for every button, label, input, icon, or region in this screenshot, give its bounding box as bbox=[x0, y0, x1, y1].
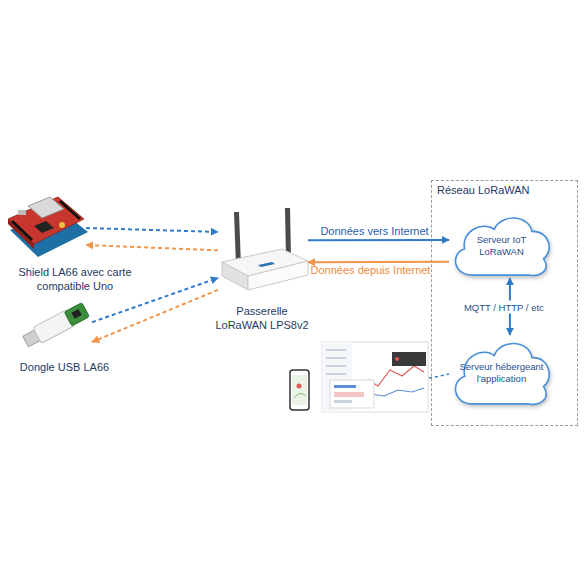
device-caption: Shield LA66 avec carte compatible Uno bbox=[16, 265, 134, 293]
device-caption: Dongle USB LA66 bbox=[17, 360, 112, 374]
menu-line bbox=[326, 365, 346, 367]
component bbox=[18, 210, 26, 215]
dongle-pcb bbox=[64, 303, 89, 327]
edge-label: MQTT / HTTP / etc bbox=[462, 300, 546, 313]
tooltip bbox=[392, 352, 426, 366]
tooltip-dot bbox=[395, 357, 399, 361]
cloud-label: Serveur hébergeant l'application bbox=[456, 361, 548, 385]
radio-downlink bbox=[86, 245, 218, 250]
chip bbox=[34, 221, 54, 233]
phone bbox=[290, 370, 309, 410]
usb-dongle bbox=[21, 302, 89, 350]
cloud-shape bbox=[456, 343, 550, 404]
shield-edge bbox=[8, 219, 34, 249]
radio-uplink bbox=[92, 278, 218, 322]
router-logo bbox=[258, 262, 275, 267]
radio-uplink bbox=[86, 228, 218, 232]
radio-downlink bbox=[92, 290, 218, 342]
phone-map bbox=[292, 375, 307, 405]
map-pin bbox=[297, 384, 302, 389]
router-front bbox=[222, 262, 248, 290]
dashboard-sidebar bbox=[322, 342, 352, 412]
server-cloud: Serveur hébergeant l'application bbox=[449, 335, 554, 407]
shield-device: Shield LA66 avec carte compatible Uno bbox=[8, 192, 86, 260]
cloud-shape bbox=[456, 218, 550, 275]
popup-line bbox=[334, 385, 356, 388]
edge-label: Données vers Internet bbox=[320, 225, 428, 237]
server-cloud: Serveur IoT LoRaWAN bbox=[449, 210, 554, 278]
pin-header bbox=[12, 221, 32, 240]
la66-module bbox=[28, 197, 64, 218]
antenna-connector bbox=[59, 222, 65, 228]
menu-line bbox=[326, 357, 346, 359]
gateway-device: Passerelle LoRaWAN LPS8v2 bbox=[218, 208, 308, 300]
internet-downlink bbox=[308, 261, 449, 264]
popup-line bbox=[334, 392, 364, 397]
dongle-device: Dongle USB LA66 bbox=[22, 298, 92, 353]
leader-line bbox=[429, 374, 449, 378]
pin-header bbox=[60, 201, 80, 219]
cloud-label: Serveur IoT LoRaWAN bbox=[470, 234, 534, 258]
edge-label: Données depuis Internet bbox=[311, 264, 431, 276]
router-side bbox=[248, 261, 308, 290]
shield-board bbox=[8, 197, 84, 244]
group-title: Réseau LoRaWAN bbox=[437, 184, 530, 196]
map-road bbox=[294, 393, 306, 398]
chip bbox=[71, 309, 81, 319]
popup-card bbox=[330, 380, 374, 408]
menu-line bbox=[326, 349, 346, 351]
menu-line bbox=[326, 373, 346, 375]
popup-line bbox=[334, 400, 352, 403]
internet-uplink bbox=[308, 239, 449, 241]
device-caption: Passerelle LoRaWAN LPS8v2 bbox=[214, 304, 310, 332]
dashboard-panel bbox=[322, 342, 428, 412]
